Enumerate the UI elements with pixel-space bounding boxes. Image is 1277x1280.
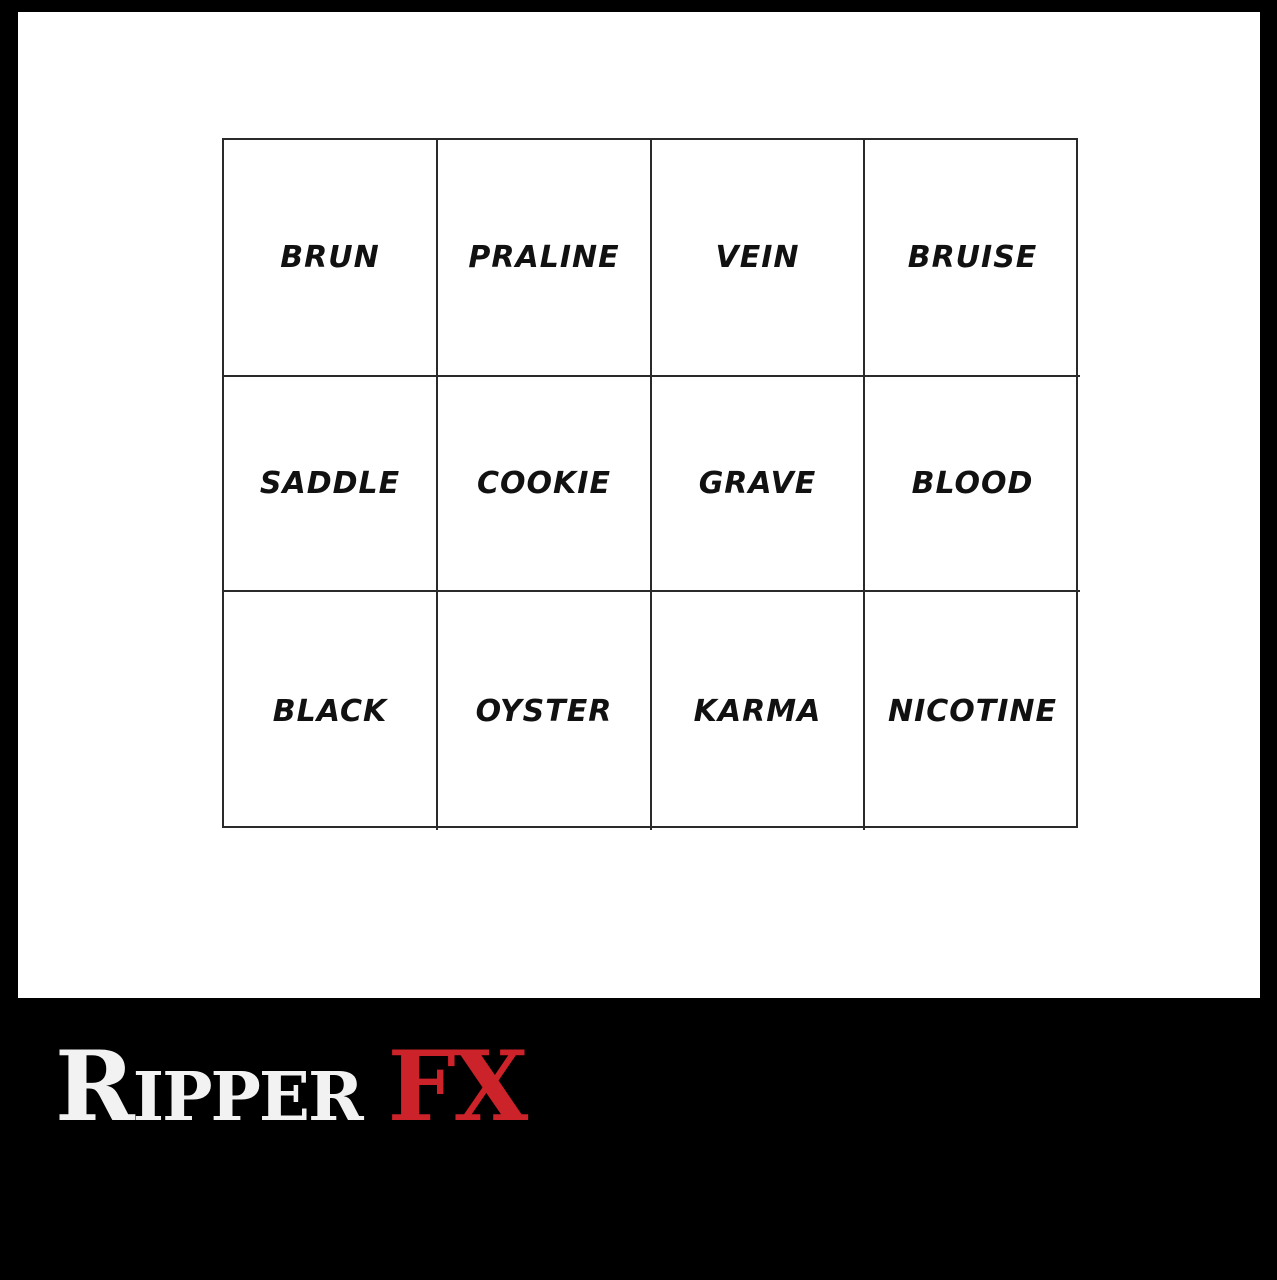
swatch-label: BLOOD — [911, 466, 1034, 501]
swatch-cell: PRALINE — [438, 140, 652, 377]
swatch-cell: BLOOD — [865, 377, 1080, 592]
swatch-cell: COOKIE — [438, 377, 652, 592]
swatch-label: KARMA — [693, 693, 822, 729]
swatch-cell: KARMA — [652, 592, 865, 830]
swatch-label: BRUISE — [907, 240, 1038, 275]
swatch-label: OYSTER — [475, 693, 613, 729]
swatch-label: VEIN — [715, 240, 800, 275]
brand-name-red: FX — [387, 1030, 529, 1143]
swatch-cell: SADDLE — [224, 377, 438, 592]
swatch-cell: VEIN — [652, 140, 865, 377]
swatch-cell: GRAVE — [652, 377, 865, 592]
swatch-cell: NICOTINE — [865, 592, 1080, 830]
swatch-cell: BRUISE — [865, 140, 1080, 377]
swatch-label: GRAVE — [698, 466, 817, 501]
swatch-label: SADDLE — [259, 466, 401, 501]
swatch-cell: BRUN — [224, 140, 438, 377]
palette-panel — [18, 12, 1260, 998]
swatch-label: BLACK — [272, 693, 388, 729]
swatch-cell: OYSTER — [438, 592, 652, 830]
swatch-label: NICOTINE — [887, 693, 1057, 729]
swatch-cell: BLACK — [224, 592, 438, 830]
brand-name-white: Ripper — [55, 1030, 364, 1143]
swatch-label: BRUN — [280, 240, 380, 275]
color-grid: BRUN PRALINE VEIN BRUISE SADDLE COOKIE G… — [222, 138, 1080, 830]
swatch-label: COOKIE — [477, 466, 611, 501]
swatch-label: PRALINE — [468, 240, 620, 275]
